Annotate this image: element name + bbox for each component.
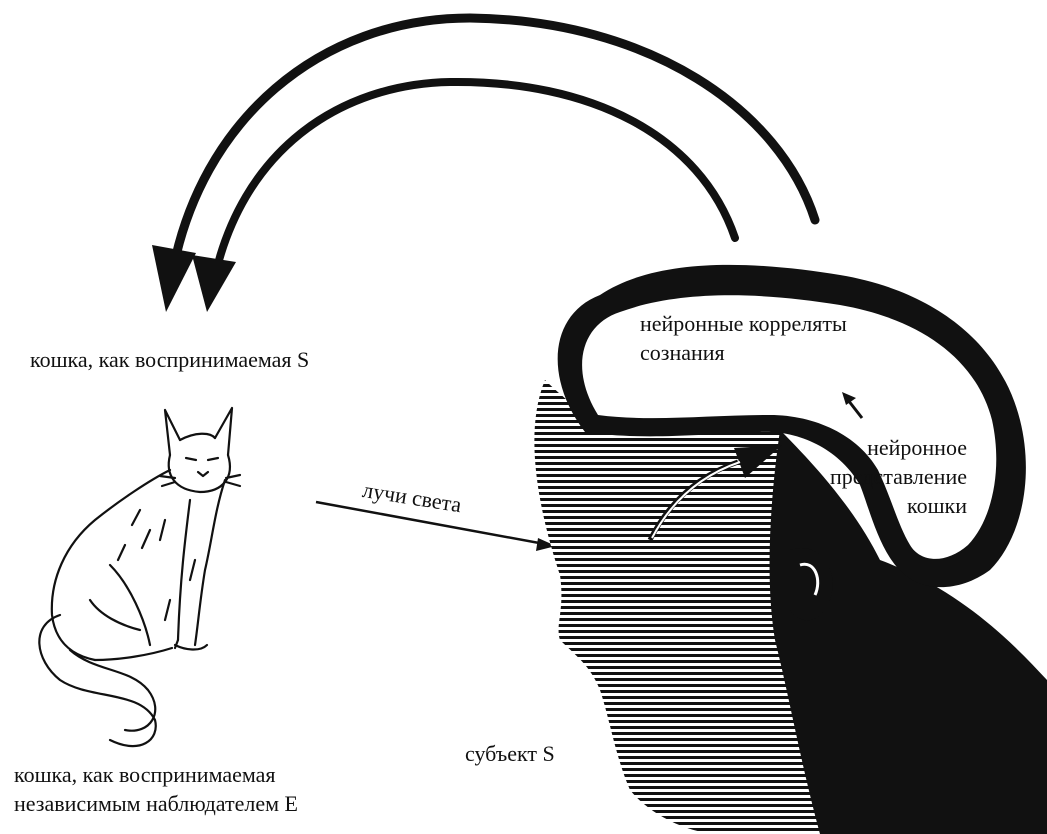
label-neural-representation: нейронное представление кошки: [795, 433, 967, 520]
label-neural-representation-line-1: нейронное: [795, 433, 967, 462]
label-cat-perceived-by-observer: кошка, как воспринимаемая независимым на…: [14, 760, 298, 818]
label-neural-correlates-line-2: сознания: [640, 338, 847, 367]
label-subject: субъект S: [465, 739, 555, 768]
label-neural-representation-line-3: кошки: [795, 491, 967, 520]
label-cat-perceived-by-observer-line-1: кошка, как воспринимаемая: [14, 760, 298, 789]
label-neural-correlates-line-1: нейронные корреляты: [640, 309, 847, 338]
label-cat-perceived-by-s-text: кошка, как воспринимаемая S: [30, 345, 309, 374]
label-cat-perceived-by-observer-line-2: независимым наблюдателем Е: [14, 789, 298, 818]
label-cat-perceived-by-s: кошка, как воспринимаемая S: [30, 345, 309, 374]
cat-drawing-icon: [39, 408, 240, 746]
label-subject-text: субъект S: [465, 739, 555, 768]
label-neural-correlates: нейронные корреляты сознания: [640, 309, 847, 367]
label-neural-representation-line-2: представление: [795, 462, 967, 491]
